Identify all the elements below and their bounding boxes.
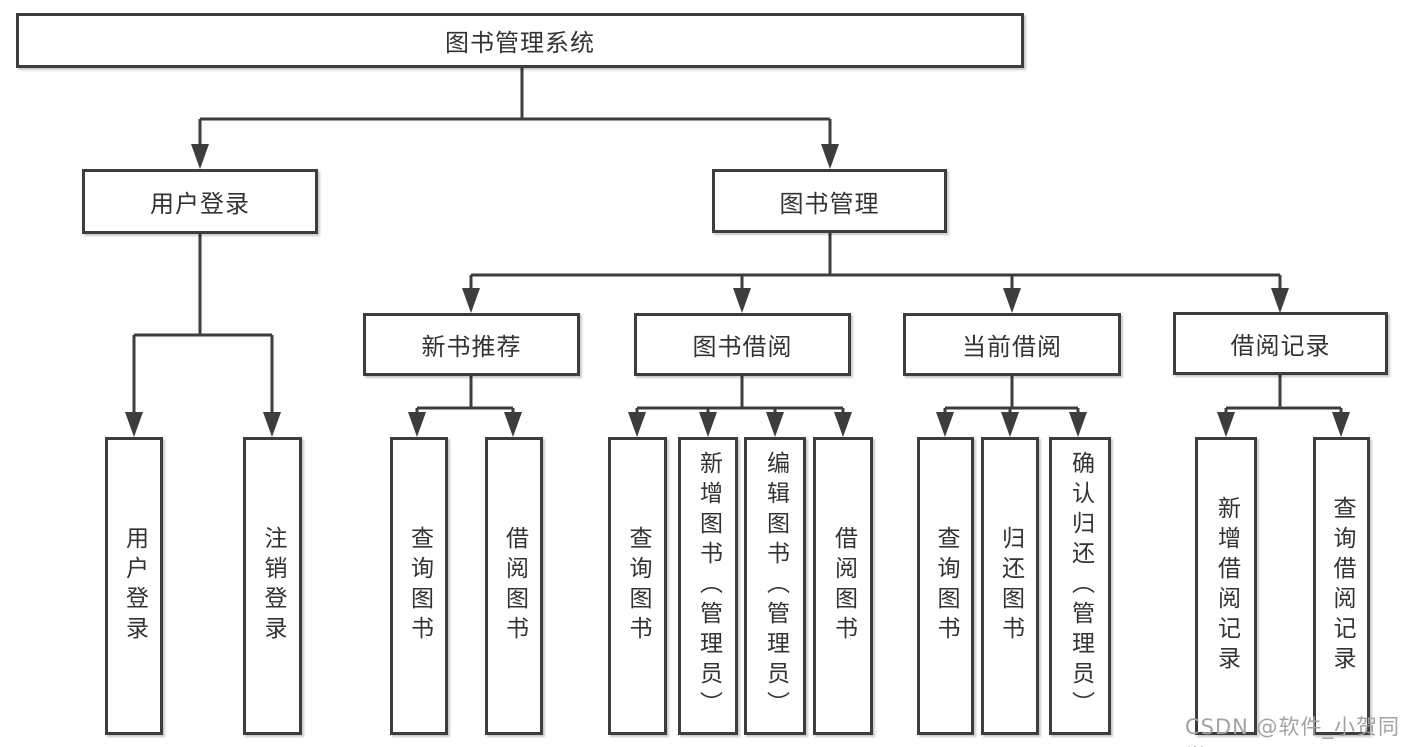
node-root-label: 图书管理系统 [445,29,595,57]
node-query-books-borrow: 查询图书 [608,437,667,735]
node-add-books-admin-label: 新增图书（管理员） [695,451,722,721]
node-borrow-books-recommend-label: 借阅图书 [501,526,528,646]
node-new-book-recommend-label: 新书推荐 [421,333,522,361]
node-book-management-label: 图书管理 [779,189,880,218]
node-logout-action: 注销登录 [243,437,302,735]
node-borrow-books-recommend: 借阅图书 [485,437,543,735]
node-confirm-return-admin: 确认归还（管理员） [1049,437,1111,735]
node-edit-books-admin: 编辑图书（管理员） [744,437,806,735]
node-user-login-action-label: 用户登录 [121,526,148,646]
node-query-books-recommend-label: 查询图书 [406,526,433,646]
node-new-book-recommend: 新书推荐 [363,313,580,376]
node-query-books-borrow-label: 查询图书 [625,526,651,646]
node-return-books-label: 归还图书 [997,526,1024,646]
node-return-books: 归还图书 [981,437,1039,735]
node-borrow-records-label: 借阅记录 [1230,332,1331,360]
csdn-watermark: CSDN @软件_小贺同学 [1185,715,1401,747]
node-book-borrow-label: 图书借阅 [692,333,793,361]
node-current-borrow-label: 当前借阅 [962,333,1062,361]
node-edit-books-admin-label: 编辑图书（管理员） [762,451,789,721]
node-current-borrow: 当前借阅 [903,313,1121,376]
node-borrow-books-borrow-label: 借阅图书 [830,526,857,646]
node-add-books-admin: 新增图书（管理员） [678,437,738,735]
node-query-borrow-record-label: 查询借阅记录 [1329,496,1355,676]
node-root: 图书管理系统 [16,13,1024,68]
node-book-management: 图书管理 [712,169,947,233]
node-borrow-books-borrow: 借阅图书 [813,437,873,735]
node-add-borrow-record: 新增借阅记录 [1195,437,1257,735]
node-user-login-action: 用户登录 [105,437,163,735]
node-logout-action-label: 注销登录 [260,526,286,646]
node-query-books-recommend: 查询图书 [390,437,448,735]
node-user-login: 用户登录 [82,169,318,234]
node-add-borrow-record-label: 新增借阅记录 [1213,496,1240,676]
node-query-books-current: 查询图书 [917,437,974,735]
node-book-borrow: 图书借阅 [634,313,851,376]
node-query-borrow-record: 查询借阅记录 [1313,437,1370,735]
node-confirm-return-admin-label: 确认归还（管理员） [1067,451,1094,721]
node-user-login-label: 用户登录 [150,190,250,218]
node-query-books-current-label: 查询图书 [933,526,959,646]
node-borrow-records: 借阅记录 [1173,312,1388,375]
